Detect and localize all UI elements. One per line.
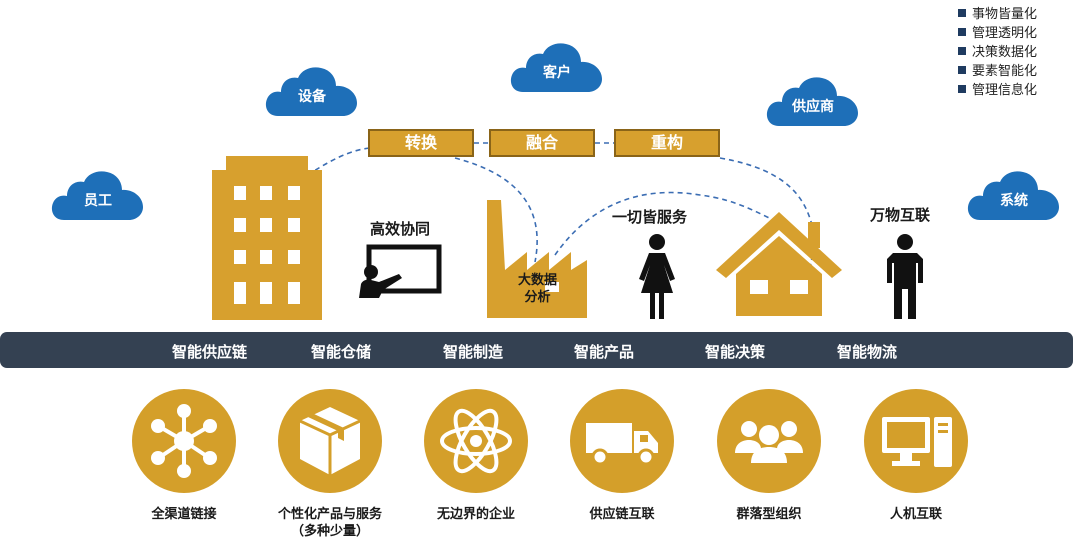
bar-item-manufacturing: 智能制造 <box>443 343 504 361</box>
bullet-square-icon <box>958 46 966 55</box>
cloud-label-system: 系统 <box>1000 193 1028 209</box>
legend-text: 管理透明化 <box>972 26 1038 41</box>
house-icon <box>716 212 842 316</box>
label-collaboration: 高效协同 <box>370 220 431 238</box>
bullet-square-icon <box>958 8 966 17</box>
bar-item-supply-chain: 智能供应链 <box>172 343 248 361</box>
smart-functions-bar: 智能供应链 智能仓储 智能制造 智能产品 智能决策 智能物流 <box>0 332 1073 368</box>
label-bigdata-line2: 分析 <box>524 290 551 305</box>
caption-community-org: 群落型组织 <box>736 507 802 522</box>
cloud-employee: 员工 <box>50 170 146 220</box>
network-nodes-icon <box>151 404 217 478</box>
cloud-icon <box>265 67 357 116</box>
cloud-customer: 客户 <box>509 42 605 92</box>
circle-human-machine <box>864 389 968 493</box>
people-group-icon <box>735 421 803 463</box>
bullet-square-icon <box>958 65 966 74</box>
man-icon <box>887 234 923 319</box>
caption-human-machine: 人机互联 <box>889 507 942 522</box>
circle-supply-chain-link <box>570 389 674 493</box>
computer-icon <box>882 417 952 467</box>
process-box-restructure: 重构 <box>614 129 720 157</box>
legend-item: 决策数据化 <box>958 43 1037 62</box>
cloud-label-customer: 客户 <box>543 65 571 81</box>
label-bigdata: 大数据 分析 <box>518 272 557 306</box>
office-building-icon <box>212 156 322 320</box>
label-bigdata-line1: 大数据 <box>518 273 558 288</box>
caption-supply-chain-link: 供应链互联 <box>589 507 655 522</box>
legend-item: 管理透明化 <box>958 24 1037 43</box>
cloud-icon <box>510 43 602 92</box>
caption-personalized-sub: （多种少量） <box>290 524 369 539</box>
circle-community-org <box>717 389 821 493</box>
caption-omnichannel: 全渠道链接 <box>151 507 217 522</box>
bullet-square-icon <box>958 84 966 93</box>
caption-boundaryless: 无边界的企业 <box>436 507 515 522</box>
legend: 事物皆量化 管理透明化 决策数据化 要素智能化 管理信息化 <box>958 5 1037 100</box>
presentation-board-icon <box>359 244 442 298</box>
cloud-label-supplier: 供应商 <box>792 99 834 115</box>
legend-item: 管理信息化 <box>958 81 1037 100</box>
caption-personalized: 个性化产品与服务 （多种少量） <box>255 506 405 540</box>
legend-text: 要素智能化 <box>972 64 1038 79</box>
legend-item: 事物皆量化 <box>958 5 1037 24</box>
cloud-system: 系统 <box>966 170 1062 220</box>
circle-personalized <box>278 389 382 493</box>
bar-item-logistics: 智能物流 <box>837 343 898 361</box>
package-box-icon <box>299 407 361 475</box>
legend-item: 要素智能化 <box>958 62 1037 81</box>
cloud-icon <box>51 171 143 220</box>
cloud-label-device: 设备 <box>298 89 326 105</box>
cloud-icon <box>766 77 858 126</box>
cloud-device: 设备 <box>264 66 360 116</box>
bar-item-products: 智能产品 <box>574 343 635 361</box>
cloud-icon <box>967 171 1059 220</box>
legend-text: 决策数据化 <box>972 45 1038 60</box>
label-everything-service: 一切皆服务 <box>612 208 688 226</box>
atom-icon <box>440 408 512 474</box>
circle-omnichannel <box>132 389 236 493</box>
woman-icon <box>639 234 675 319</box>
caption-personalized-main: 个性化产品与服务 <box>277 507 382 522</box>
process-box-convert: 转换 <box>368 129 474 157</box>
bar-item-warehousing: 智能仓储 <box>311 343 372 361</box>
cloud-supplier: 供应商 <box>765 76 861 126</box>
legend-text: 管理信息化 <box>972 83 1038 98</box>
factory-icon <box>487 200 587 318</box>
legend-text: 事物皆量化 <box>972 7 1038 22</box>
truck-icon <box>586 423 658 466</box>
label-iot: 万物互联 <box>870 206 931 224</box>
circle-boundaryless <box>424 389 528 493</box>
cloud-label-employee: 员工 <box>84 193 112 209</box>
process-box-merge: 融合 <box>489 129 595 157</box>
bar-item-decision: 智能决策 <box>705 343 766 361</box>
bullet-square-icon <box>958 27 966 36</box>
